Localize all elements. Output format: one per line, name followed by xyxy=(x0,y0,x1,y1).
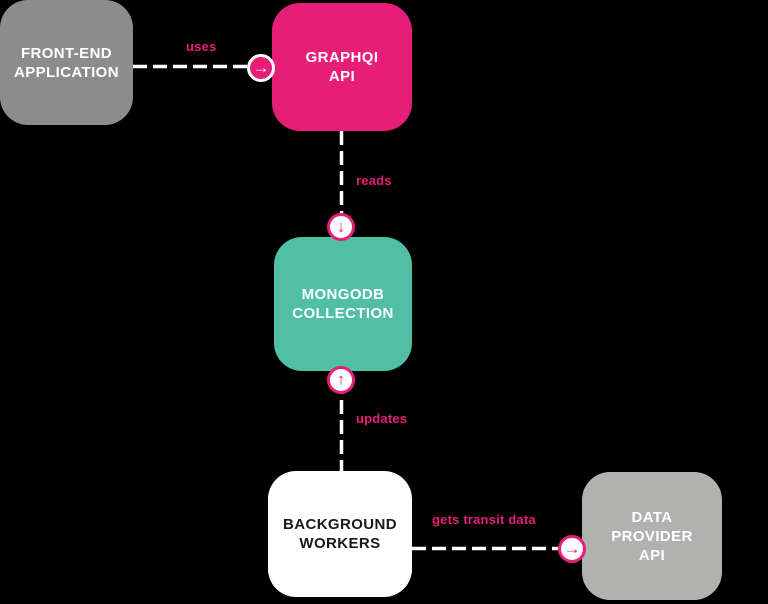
arrow-down-icon: ↓ xyxy=(336,216,346,236)
provider-label-line2: PROVIDER xyxy=(611,527,693,545)
mongodb-collection-label: MONGODB COLLECTION xyxy=(292,285,394,323)
arrowhead-circle-gets-transit-data: → xyxy=(558,535,586,563)
graphql-label-line2: API xyxy=(328,68,356,85)
arrow-up-icon: ↑ xyxy=(336,369,346,389)
edge-label-reads: reads xyxy=(356,173,392,188)
node-mongodb-collection: MONGODB COLLECTION xyxy=(274,237,412,371)
arrow-right-icon: → xyxy=(252,57,270,77)
background-workers-label: BACKGROUND WORKERS xyxy=(283,515,397,553)
mongodb-label-line2: COLLECTION xyxy=(292,305,394,322)
graphql-label-line1: GRAPHQI xyxy=(305,49,379,66)
data-provider-api-label: DATA PROVIDER API xyxy=(611,508,693,565)
graphql-api-label: GRAPHQI API xyxy=(306,48,379,86)
frontend-label-line1: FRONT-END xyxy=(20,44,113,62)
provider-label-line1: DATA xyxy=(631,508,673,526)
frontend-application-label: FRONT-END APPLICATION xyxy=(14,44,119,82)
arrowhead-circle-reads: ↓ xyxy=(327,213,355,241)
mongodb-label-line1: MONGODB xyxy=(301,286,385,303)
edge-label-uses: uses xyxy=(186,39,217,54)
node-background-workers: BACKGROUND WORKERS xyxy=(268,471,412,597)
node-data-provider-api: DATA PROVIDER API xyxy=(582,472,722,600)
workers-label-line2: WORKERS xyxy=(299,535,381,552)
arrowhead-circle-uses: → xyxy=(247,54,275,82)
node-frontend-application: FRONT-END APPLICATION xyxy=(0,0,133,125)
arrow-right-icon: → xyxy=(563,538,581,558)
node-graphql-api: GRAPHQI API xyxy=(272,3,412,131)
edge-label-updates: updates xyxy=(356,411,408,426)
provider-label-line3: API xyxy=(638,546,666,564)
frontend-label-line2: APPLICATION xyxy=(14,63,119,81)
edge-label-gets-transit-data: gets transit data xyxy=(432,512,536,527)
workers-label-line1: BACKGROUND xyxy=(283,516,397,533)
arrowhead-circle-updates: ↑ xyxy=(327,366,355,394)
